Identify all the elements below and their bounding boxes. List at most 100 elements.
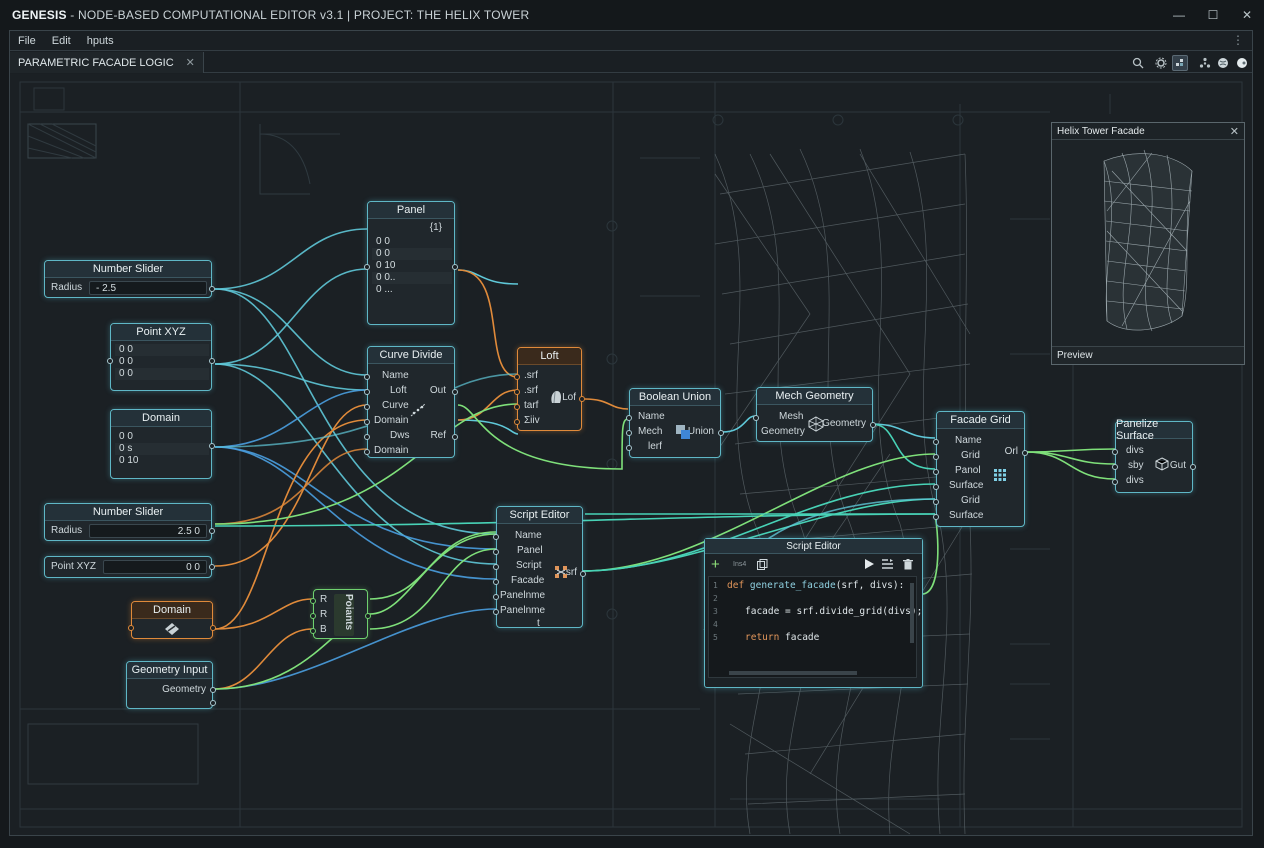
panel-node[interactable]: Panel {1} 0 0 0 0 0 10 0 0.. 0 ... [364, 201, 458, 325]
facade-grid-node[interactable]: Facade Grid Name Grid Panol Surface Grid… [933, 411, 1028, 527]
number-slider-node[interactable]: Number Slider Radius 2.5 0 [44, 503, 215, 541]
point-xyz-node[interactable]: Point XYZ 0 0 [44, 556, 215, 578]
input-port[interactable] [626, 415, 632, 421]
output-port[interactable] [209, 528, 215, 534]
input-port[interactable] [626, 445, 632, 451]
trash-icon[interactable] [903, 556, 913, 572]
output-port[interactable] [209, 358, 215, 364]
input-port[interactable] [493, 609, 499, 615]
output-port[interactable] [1022, 450, 1028, 456]
output-port[interactable] [209, 286, 215, 292]
input-port[interactable] [364, 434, 370, 440]
tab-close-icon[interactable]: ✕ [185, 57, 195, 69]
input-port[interactable] [1112, 464, 1118, 470]
input-port[interactable] [514, 389, 520, 395]
input-port[interactable] [128, 625, 134, 631]
minimize-button[interactable]: — [1173, 8, 1185, 22]
input-port[interactable] [626, 430, 632, 436]
run-icon[interactable] [864, 556, 874, 572]
preview-panel[interactable]: Helix Tower Facade ✕ Preview [1051, 122, 1245, 365]
sphere-icon[interactable] [1234, 55, 1250, 71]
input-port[interactable] [933, 439, 939, 445]
menu-file[interactable]: File [18, 34, 36, 47]
input-port[interactable] [933, 454, 939, 460]
input-port[interactable] [107, 358, 113, 364]
mesh-geometry-node[interactable]: Mech Geometry Mesh Geometry Geometry [753, 387, 876, 442]
code-line-1: def generate_facade(srf, divs): [727, 580, 904, 591]
input-port[interactable] [933, 514, 939, 520]
more-menu-icon[interactable]: ⋮ [1232, 33, 1244, 47]
menu-edit[interactable]: Edit [51, 34, 71, 47]
script-editor-node[interactable]: Script Editor Name Panel Script Facade P… [493, 506, 586, 629]
input-port[interactable] [493, 579, 499, 585]
output-port[interactable] [1190, 464, 1196, 470]
input-port[interactable] [364, 404, 370, 410]
input-port[interactable] [514, 419, 520, 425]
input-port[interactable] [1112, 449, 1118, 455]
network-icon[interactable] [1197, 55, 1213, 71]
panelize-surface-node[interactable]: Panelize Surface divs sby divs Gut [1112, 418, 1196, 493]
output-port[interactable] [210, 625, 216, 631]
slider-value[interactable]: 2.5 0 [89, 524, 207, 538]
input-port[interactable] [364, 449, 370, 455]
output-port[interactable] [580, 571, 586, 577]
boolean-union-node[interactable]: Boolean Union Name Mech lerf Union [626, 388, 724, 458]
input-port[interactable] [310, 628, 316, 634]
script-editor-panel[interactable]: Script Editor + Ins4 1 2 3 4 5 def gener… [704, 538, 923, 688]
input-port[interactable] [364, 419, 370, 425]
input-port[interactable] [493, 564, 499, 570]
input-port[interactable] [514, 374, 520, 380]
number-slider-node[interactable]: Number Slider Radius - 2.5 [44, 260, 215, 298]
add-icon[interactable]: + [711, 555, 720, 573]
point-xyz-node[interactable]: Point XYZ 0 0 0 0 0 0 [107, 323, 215, 391]
input-port[interactable] [364, 264, 370, 270]
input-port[interactable] [364, 374, 370, 380]
grid-icon[interactable] [1172, 55, 1188, 71]
output-port[interactable] [452, 389, 458, 395]
point-value[interactable]: 0 0 [103, 560, 207, 574]
output-port[interactable] [452, 434, 458, 440]
input-port[interactable] [364, 389, 370, 395]
input-port[interactable] [310, 613, 316, 619]
points-node[interactable]: R R B Poiants [310, 589, 371, 639]
node-canvas[interactable]: Number Slider Radius - 2.5 Point XYZ 0 0… [10, 74, 1252, 835]
close-button[interactable]: ✕ [1241, 8, 1253, 22]
output-port[interactable] [209, 443, 215, 449]
input-port[interactable] [493, 534, 499, 540]
domain-node[interactable]: Domain 0 0 0 s 0 10 [110, 409, 215, 479]
output-port[interactable] [209, 564, 215, 570]
output-port[interactable] [210, 700, 216, 706]
list-icon[interactable] [882, 556, 893, 572]
tab-parametric-facade[interactable]: PARAMETRIC FACADE LOGIC ✕ [10, 52, 204, 73]
input-port[interactable] [493, 594, 499, 600]
slider-value[interactable]: - 2.5 [89, 281, 207, 295]
preview-close-icon[interactable]: ✕ [1229, 126, 1239, 138]
output-port[interactable] [452, 264, 458, 270]
copy-icon[interactable] [757, 556, 768, 572]
vertical-scrollbar[interactable] [910, 583, 914, 643]
geometry-input-node[interactable]: Geometry Input Geometry [126, 661, 216, 709]
menu-inputs[interactable]: hputs [86, 34, 114, 47]
output-port[interactable] [210, 687, 216, 693]
input-port[interactable] [933, 484, 939, 490]
horizontal-scrollbar[interactable] [729, 671, 857, 675]
input-port[interactable] [1112, 479, 1118, 485]
code-area[interactable]: 1 2 3 4 5 def generate_facade(srf, divs)… [708, 576, 922, 678]
loft-node[interactable]: Loft .srf .srf tarf Σiiv Lof [514, 347, 585, 431]
output-port[interactable] [870, 422, 876, 428]
input-port[interactable] [933, 499, 939, 505]
output-port[interactable] [365, 613, 371, 619]
output-port[interactable] [718, 430, 724, 436]
input-port[interactable] [514, 404, 520, 410]
input-port[interactable] [933, 469, 939, 475]
curve-divide-node[interactable]: Curve Divide Name Loft Curve Domain Dws … [364, 346, 458, 458]
maximize-button[interactable]: ☐ [1207, 8, 1219, 22]
search-icon[interactable] [1130, 55, 1146, 71]
input-port[interactable] [753, 415, 759, 421]
gear-icon[interactable] [1153, 55, 1169, 71]
input-port[interactable] [493, 549, 499, 555]
output-port[interactable] [579, 396, 585, 402]
input-port[interactable] [310, 598, 316, 604]
domain-node[interactable]: Domain [128, 601, 216, 639]
globe-icon[interactable] [1215, 55, 1231, 71]
